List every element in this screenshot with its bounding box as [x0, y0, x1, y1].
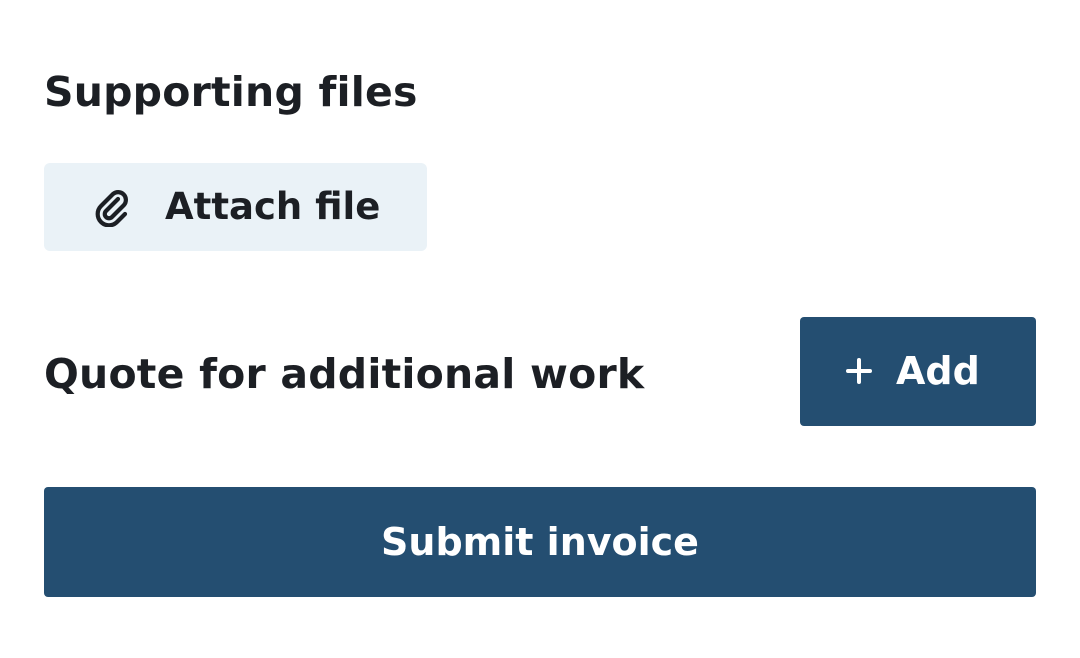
- add-quote-button[interactable]: Add: [800, 317, 1036, 426]
- supporting-files-title: Supporting files: [44, 68, 418, 116]
- submit-invoice-label: Submit invoice: [381, 520, 699, 564]
- quote-additional-work-title: Quote for additional work: [44, 350, 645, 398]
- submit-invoice-button[interactable]: Submit invoice: [44, 487, 1036, 597]
- attach-file-button[interactable]: Attach file: [44, 163, 427, 251]
- plus-icon: [846, 358, 872, 384]
- add-quote-label: Add: [896, 349, 980, 393]
- paperclip-icon: [95, 190, 128, 227]
- attach-file-label: Attach file: [165, 185, 381, 228]
